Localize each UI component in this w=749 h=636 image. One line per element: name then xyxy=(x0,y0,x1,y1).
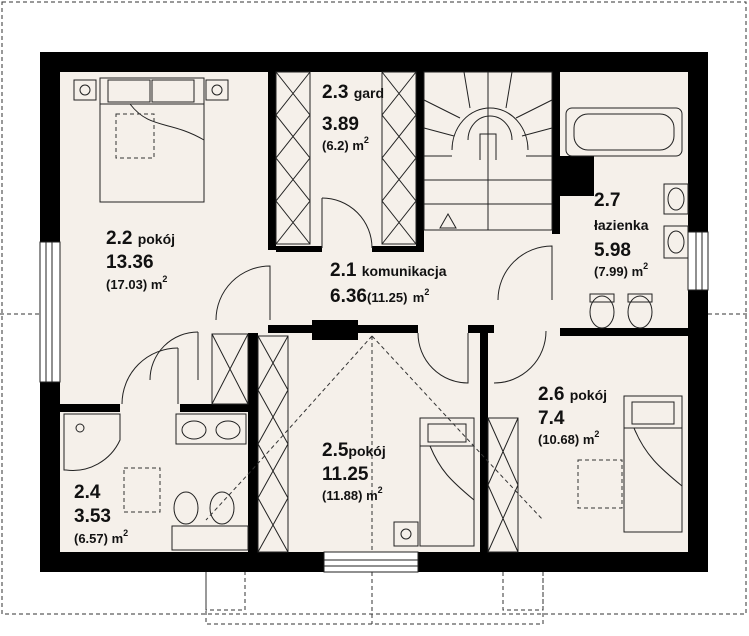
rug xyxy=(123,467,161,513)
nightstand xyxy=(393,521,419,547)
svg-text:5.98: 5.98 xyxy=(594,240,631,261)
svg-text:(7.99) m2: (7.99) m2 xyxy=(594,261,648,279)
room-label-2-1: 2.1 komunikacja 6.36(11.25) m2 xyxy=(330,260,447,307)
svg-text:6.36(11.25) m2: 6.36(11.25) m2 xyxy=(330,286,429,307)
svg-text:(11.88) m2: (11.88) m2 xyxy=(322,485,383,503)
svg-text:2.7: 2.7 xyxy=(594,190,620,211)
svg-text:7.4: 7.4 xyxy=(538,408,565,429)
staircase xyxy=(423,71,553,231)
room-label-2-6: 2.6 pokój 7.4 (10.68) m2 xyxy=(538,384,607,447)
svg-text:(6.2) m2: (6.2) m2 xyxy=(322,135,369,153)
wardrobe xyxy=(211,71,519,553)
single-bed xyxy=(623,395,683,533)
svg-text:3.53: 3.53 xyxy=(74,506,111,527)
svg-text:13.36: 13.36 xyxy=(106,252,154,273)
single-bed xyxy=(419,417,475,547)
svg-text:2.2 pokój: 2.2 pokój xyxy=(106,228,175,249)
interior-floor xyxy=(60,72,688,552)
svg-text:2.5pokój: 2.5pokój xyxy=(322,440,386,461)
room-label-2-5: 2.5pokój 11.25 (11.88) m2 xyxy=(322,440,386,503)
svg-text:łazienka: łazienka xyxy=(594,217,649,233)
interior-walls xyxy=(60,72,688,552)
nightstand xyxy=(73,79,229,101)
svg-text:2.1 komunikacja: 2.1 komunikacja xyxy=(330,260,447,281)
svg-text:11.25: 11.25 xyxy=(322,464,369,485)
door-swings xyxy=(121,197,553,405)
room-label-2-2: 2.2 pokój 13.36 (17.03) m2 xyxy=(106,228,175,292)
room-label-2-4: 2.4 3.53 (6.57) m2 xyxy=(74,482,128,546)
svg-text:3.89: 3.89 xyxy=(322,114,359,135)
windows xyxy=(39,231,709,573)
toilet-bidet xyxy=(171,491,249,551)
roof-slope-lines xyxy=(205,335,544,552)
svg-text:(6.57) m2: (6.57) m2 xyxy=(74,528,128,546)
bathroom-sinks xyxy=(663,183,689,259)
svg-text:2.3 gard: 2.3 gard xyxy=(322,82,384,103)
rug xyxy=(577,459,623,509)
bathtub xyxy=(565,107,683,157)
svg-text:(10.68) m2: (10.68) m2 xyxy=(538,429,599,447)
double-washbasin xyxy=(175,413,247,445)
room-label-2-3: 2.3 gard 3.89 (6.2) m2 xyxy=(322,82,384,153)
svg-text:2.6 pokój: 2.6 pokój xyxy=(538,384,607,405)
corner-shower xyxy=(63,413,121,471)
toilet xyxy=(589,293,653,329)
svg-text:2.4: 2.4 xyxy=(74,482,101,503)
double-bed xyxy=(99,77,205,203)
rug xyxy=(115,113,155,159)
room-label-2-7: 2.7 łazienka 5.98 (7.99) m2 xyxy=(594,190,649,279)
svg-text:(17.03) m2: (17.03) m2 xyxy=(106,274,167,292)
